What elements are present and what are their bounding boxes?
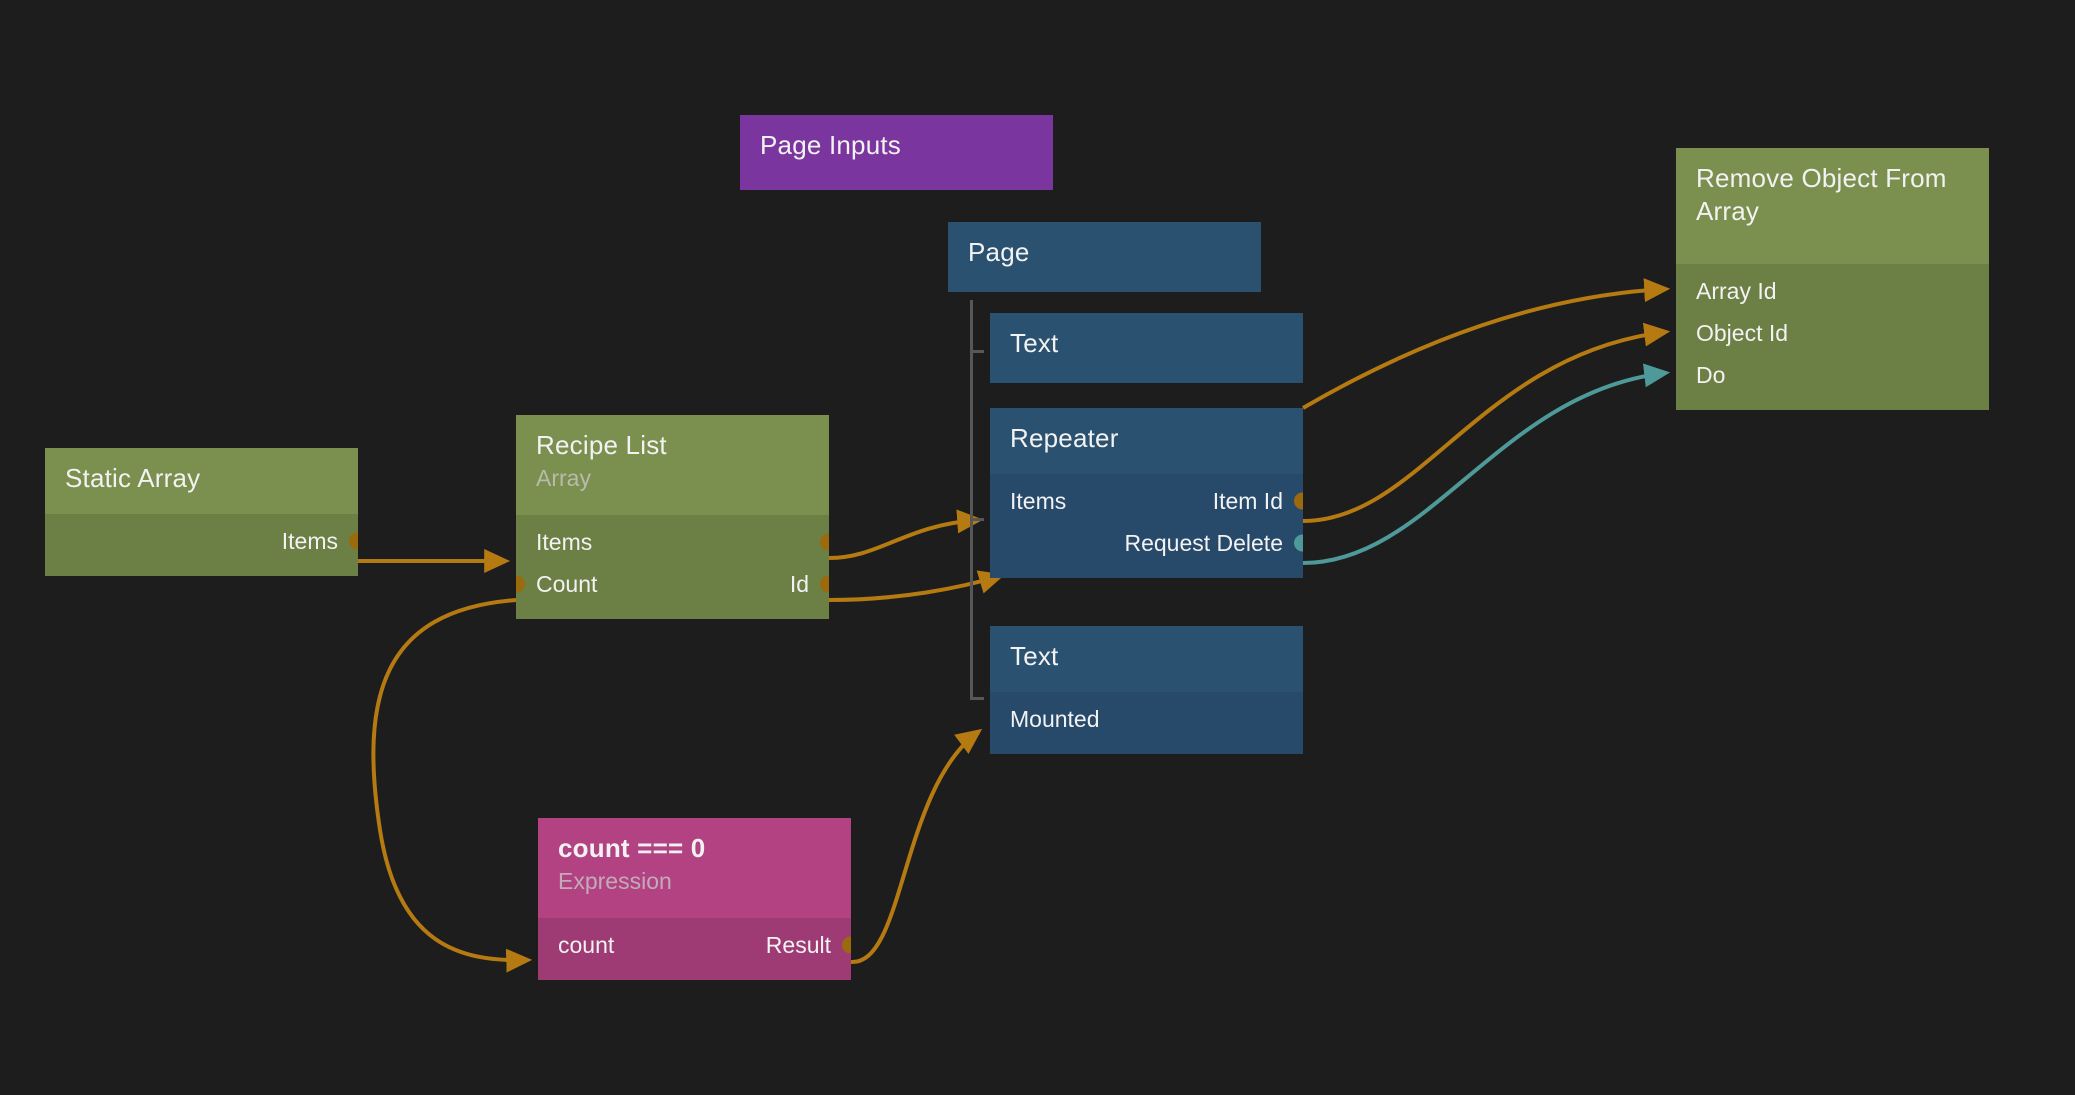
port-row-count[interactable]: count Result xyxy=(538,924,851,966)
port-dot-id-out[interactable] xyxy=(820,575,829,593)
recipe-list-count-to-expression-count[interactable] xyxy=(371,598,533,973)
port-dot-result-out[interactable] xyxy=(842,936,851,954)
port-label: Mounted xyxy=(1010,705,1100,732)
node-body: count Result xyxy=(538,918,851,980)
port-row-array-id[interactable]: Array Id xyxy=(1676,270,1989,312)
port-row-items-out[interactable]: Items xyxy=(45,520,358,562)
port-label: Request Delete xyxy=(1124,529,1283,556)
port-row-do[interactable]: Do xyxy=(1676,354,1989,396)
port-row-items[interactable]: Items xyxy=(516,521,829,563)
node-title: count === 0 xyxy=(558,833,706,863)
page-child-tick-repeater xyxy=(970,518,984,521)
node-body: Items xyxy=(45,514,358,576)
node-title: Static Array xyxy=(65,463,201,493)
port-dot-request-delete-out[interactable] xyxy=(1294,534,1303,552)
port-label: Items xyxy=(536,528,593,555)
node-body: Mounted xyxy=(990,692,1303,754)
expression-result-to-text-mounted[interactable] xyxy=(850,728,983,965)
node-body: Array Id Object Id Do xyxy=(1676,264,1989,410)
node-text-top[interactable]: Text xyxy=(990,313,1303,383)
node-header: Recipe List Array xyxy=(516,415,829,515)
node-title: Repeater xyxy=(1010,423,1119,453)
page-child-tick-text-bottom xyxy=(970,697,984,700)
node-header: Text xyxy=(990,626,1303,692)
node-header: Page xyxy=(948,222,1261,292)
node-title: Text xyxy=(1010,328,1059,358)
port-dot-items-out[interactable] xyxy=(349,532,358,550)
node-subtitle: Array xyxy=(536,464,591,491)
port-label: count xyxy=(558,931,615,958)
node-remove-object-from-array[interactable]: Remove Object From Array Array Id Object… xyxy=(1676,148,1989,410)
node-page[interactable]: Page xyxy=(948,222,1261,292)
port-dot-items-out[interactable] xyxy=(820,533,829,551)
node-header: Page Inputs xyxy=(740,115,1053,190)
node-expression[interactable]: count === 0 Expression count Result xyxy=(538,818,851,1004)
repeater-request-delete-to-remove-object-do[interactable] xyxy=(1302,363,1671,565)
node-title: Page Inputs xyxy=(760,130,901,160)
port-row-mounted[interactable]: Mounted xyxy=(990,698,1303,740)
recipe-list-items-out-to-repeater-items[interactable] xyxy=(828,509,984,560)
node-title: Text xyxy=(1010,641,1059,671)
port-row-request-delete[interactable]: Request Delete xyxy=(990,522,1303,564)
port-dot-count-in[interactable] xyxy=(516,575,525,593)
port-label: Result xyxy=(765,931,831,958)
node-text-bottom[interactable]: Text Mounted xyxy=(990,626,1303,771)
port-label: Do xyxy=(1696,361,1726,388)
node-body: Items Item Id Request Delete xyxy=(990,474,1303,578)
repeater-item-id-to-remove-object-object-id[interactable] xyxy=(1302,322,1671,523)
node-page-inputs[interactable]: Page Inputs xyxy=(740,115,1053,190)
port-label: Items xyxy=(1010,487,1067,514)
node-header: Repeater xyxy=(990,408,1303,474)
node-header: count === 0 Expression xyxy=(538,818,851,918)
node-header: Remove Object From Array xyxy=(1676,148,1989,264)
port-label: Item Id xyxy=(1212,487,1283,514)
page-children-spine xyxy=(970,300,973,700)
repeater-to-remove-object-array-id[interactable] xyxy=(1301,278,1671,410)
node-title: Page xyxy=(968,237,1030,267)
page-child-tick-text-top xyxy=(970,350,984,353)
port-dot-item-id-out[interactable] xyxy=(1294,492,1303,510)
node-title: Recipe List xyxy=(536,430,667,460)
port-label: Count xyxy=(536,570,598,597)
node-subtitle: Expression xyxy=(558,867,672,894)
port-row-count[interactable]: Count Id xyxy=(516,563,829,605)
port-row-items[interactable]: Items Item Id xyxy=(990,480,1303,522)
recipe-list-id-to-repeater[interactable] xyxy=(828,570,1005,602)
port-label: Id xyxy=(789,570,809,597)
node-repeater[interactable]: Repeater Items Item Id Request Delete xyxy=(990,408,1303,604)
node-header: Text xyxy=(990,313,1303,383)
node-recipe-list[interactable]: Recipe List Array Items Count Id xyxy=(516,415,829,639)
port-label: Items xyxy=(281,527,338,554)
port-label: Object Id xyxy=(1696,319,1789,346)
port-row-object-id[interactable]: Object Id xyxy=(1676,312,1989,354)
node-title: Remove Object From Array xyxy=(1696,163,1947,226)
node-header: Static Array xyxy=(45,448,358,514)
node-body: Items Count Id xyxy=(516,515,829,619)
node-static-array[interactable]: Static Array Items xyxy=(45,448,358,600)
port-label: Array Id xyxy=(1696,277,1777,304)
